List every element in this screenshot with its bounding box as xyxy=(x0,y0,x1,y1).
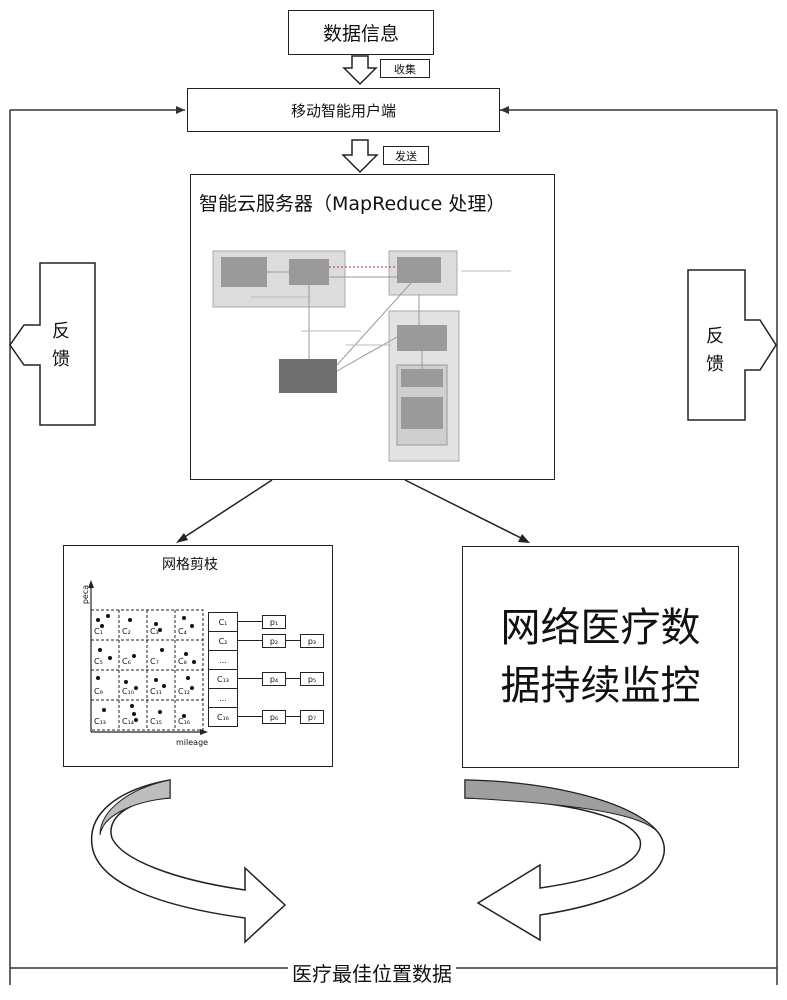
feedback-left-label-1: 反 xyxy=(52,321,70,342)
grid-cell-label: C₆ xyxy=(122,657,131,666)
grid-cell-label: C₃ xyxy=(150,627,159,636)
arrow-to-monitor-head xyxy=(518,534,530,543)
grid-cell-label: C₇ xyxy=(150,657,159,666)
pointer-link xyxy=(286,678,300,679)
feedback-right-arrow xyxy=(687,269,777,421)
grid-cell-label: C₁₃ xyxy=(94,717,106,726)
pointer-box: p₂ xyxy=(262,634,286,648)
pointer-box: p₆ xyxy=(262,710,286,724)
grid-x-axis-label: mileage xyxy=(176,738,209,747)
frame-top-right-arrowhead xyxy=(500,106,509,114)
grid-cell-label: C₈ xyxy=(178,657,187,666)
arrow-to-grid-head xyxy=(176,533,188,543)
arrow-to-monitor-line xyxy=(404,479,526,541)
pointer-link xyxy=(286,716,300,717)
feedback-left-arrow xyxy=(9,262,96,426)
index-list-cell: C₁ xyxy=(208,612,238,632)
pointer-link xyxy=(238,716,262,717)
send-arrow xyxy=(341,139,379,174)
pointer-link xyxy=(286,640,300,641)
continuous-monitoring-panel: 网络医疗数 据持续监控 xyxy=(462,546,739,768)
send-label-box: 发送 xyxy=(383,146,429,165)
grid-cell-label: C₅ xyxy=(94,657,103,666)
index-list-cell: C₂ xyxy=(208,631,238,651)
feedback-left-label-2: 馈 xyxy=(52,349,70,370)
grid-cell-label: C₄ xyxy=(178,627,187,636)
grid-cell-label: C₁₆ xyxy=(178,717,190,726)
grid-cell-label: C₂ xyxy=(122,627,131,636)
feedback-right-label-1: 反 xyxy=(706,326,724,347)
index-list-cell: C₁₆ xyxy=(208,707,238,727)
grid-cell-label: C₉ xyxy=(94,687,103,696)
data-info-box: 数据信息 xyxy=(288,10,434,55)
frame-top-left-arrowhead xyxy=(176,106,185,114)
right-cycle-arrow xyxy=(464,779,666,942)
pointer-link xyxy=(238,678,262,679)
index-list-cell: C₁₃ xyxy=(208,669,238,689)
monitoring-text-line2: 据持续监控 xyxy=(500,663,701,709)
grid-cell-label: C₁₂ xyxy=(178,687,190,696)
grid-cell-label: C₁₅ xyxy=(150,717,162,726)
grid-pruning-panel: 网格剪枝 peca mileage xyxy=(63,545,333,767)
cloud-server-title: 智能云服务器（MapReduce 处理） xyxy=(199,193,506,215)
mobile-user-box: 移动智能用户端 xyxy=(187,88,500,132)
left-cycle-arrow xyxy=(90,779,287,944)
pointer-box: p₅ xyxy=(300,672,324,686)
mobile-user-label: 移动智能用户端 xyxy=(290,101,396,120)
optimal-location-data-label: 医疗最佳位置数据 xyxy=(288,958,456,987)
pointer-box: p₃ xyxy=(300,634,324,648)
pointer-box: p₁ xyxy=(262,615,286,629)
grid-cell-label: C₁ xyxy=(94,627,103,636)
index-list-cell: ... xyxy=(208,650,238,670)
send-label: 发送 xyxy=(395,149,417,163)
mapreduce-architecture-figure xyxy=(212,250,511,462)
feedback-right-label-2: 馈 xyxy=(706,354,724,375)
grid-cell-label: C₁₁ xyxy=(150,687,162,696)
pointer-link xyxy=(238,640,262,641)
collect-label: 收集 xyxy=(394,62,416,76)
collect-label-box: 收集 xyxy=(380,59,430,78)
cloud-server-box: 智能云服务器（MapReduce 处理） xyxy=(190,174,555,480)
index-list-cell: ... xyxy=(208,688,238,708)
pointer-link xyxy=(238,621,262,622)
arrow-to-grid-line xyxy=(179,479,273,541)
monitoring-text-line1: 网络医疗数 xyxy=(500,605,701,651)
collect-arrow xyxy=(342,55,378,86)
pointer-box: p₄ xyxy=(262,672,286,686)
grid-cell-label: C₁₄ xyxy=(122,717,134,726)
grid-cell-label: C₁₀ xyxy=(122,687,134,696)
data-info-label: 数据信息 xyxy=(322,23,399,45)
pointer-box: p₇ xyxy=(300,710,324,724)
grid-pruning-title: 网格剪枝 xyxy=(162,557,218,573)
grid-pruning-figure xyxy=(88,580,208,735)
